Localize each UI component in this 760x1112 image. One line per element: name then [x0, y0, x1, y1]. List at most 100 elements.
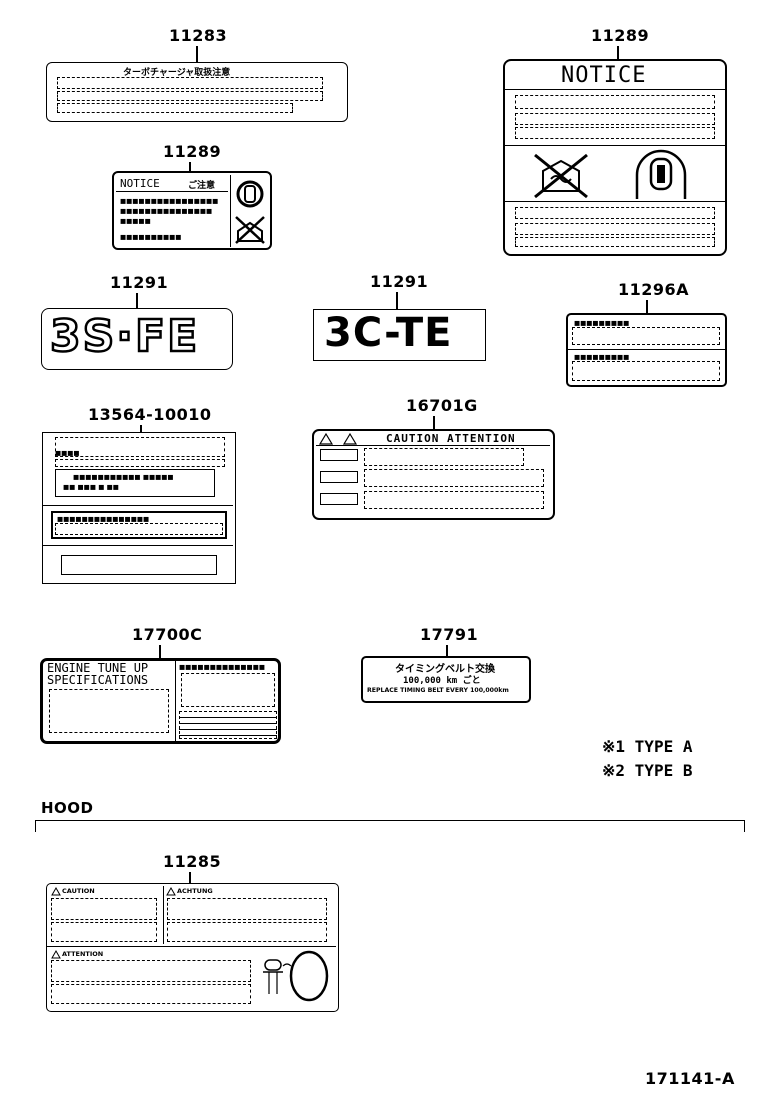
- timing-table: [55, 469, 215, 497]
- bottom-box: [61, 555, 217, 575]
- placeholder-text: [49, 689, 169, 733]
- notice-small-jp: ご注意: [188, 181, 216, 191]
- part-number-11285: 11285: [163, 852, 222, 871]
- placeholder-text: [515, 113, 715, 125]
- figure-id: 171141-A: [645, 1069, 735, 1088]
- engine-code-3s-fe: 3S·FE: [49, 310, 200, 364]
- part-number-11291-a: 11291: [110, 273, 169, 292]
- leader-line: [189, 872, 191, 884]
- legend-type-a: ※1 TYPE A: [602, 737, 693, 756]
- leader-line: [446, 645, 448, 657]
- section-hood-bracket: [35, 820, 745, 821]
- row-tag: [320, 493, 358, 505]
- leader-line: [617, 46, 619, 60]
- tune-up-heading-2: SPECIFICATIONS: [47, 673, 149, 687]
- label-11283: ターボチャージャ取扱注意: [46, 62, 348, 122]
- leader-line: [189, 162, 191, 172]
- warning-triangle-icon: [318, 432, 334, 445]
- fine-print: ■■■■■■■■■■■■■■■: [57, 515, 150, 523]
- part-number-13564-10010: 13564-10010: [88, 405, 212, 424]
- label-17791: タイミングベルト交換 100,000 km ごと REPLACE TIMING …: [361, 656, 531, 703]
- fine-print: ■■■■■■■■■■: [120, 233, 182, 241]
- placeholder-text: [51, 898, 157, 920]
- cap-icon: [236, 180, 264, 208]
- row-tag: [320, 449, 358, 461]
- timing-belt-en: REPLACE TIMING BELT EVERY 100,000km: [367, 687, 509, 694]
- leader-line: [433, 416, 435, 430]
- label-13564-10010: ■■■■ ■■■■■■■■■■■ ■■■■■ ■■ ■■■ ■ ■■ ■■■■■…: [42, 432, 236, 584]
- crossed-cap-icon: [235, 216, 265, 244]
- fine-print: ■■ ■■■ ■ ■■: [63, 483, 119, 491]
- timing-belt-jp: タイミングベルト交換: [395, 664, 495, 675]
- fuel-pump-icon: [263, 950, 329, 1002]
- fine-print: ■■■■■■■■■■■■■■: [179, 663, 265, 671]
- warning-triangle-icon: [51, 886, 61, 896]
- part-number-11296a: 11296A: [618, 280, 690, 299]
- section-hood-title: HOOD: [41, 799, 94, 817]
- part-number-17791: 17791: [420, 625, 479, 644]
- leader-line: [159, 645, 161, 659]
- divider: [505, 201, 725, 202]
- label-11289-large: NOTICE: [503, 59, 727, 256]
- timing-belt-km: 100,000 km ごと: [403, 676, 481, 686]
- legend-type-b: ※2 TYPE B: [602, 761, 693, 780]
- row-tag: [320, 471, 358, 483]
- part-number-11291-b: 11291: [370, 272, 429, 291]
- placeholder-text: [364, 448, 524, 466]
- achtung-title: ACHTUNG: [177, 887, 213, 895]
- part-number-11289-large: 11289: [591, 26, 650, 45]
- part-number-16701g: 16701G: [406, 396, 478, 415]
- leader-line: [140, 425, 142, 433]
- divider: [43, 545, 233, 546]
- warning-triangle-icon: [166, 886, 176, 896]
- part-number-17700c: 17700C: [132, 625, 203, 644]
- divider: [163, 886, 164, 944]
- label-3c-te: 3C-TE: [313, 309, 486, 361]
- fine-print: ■■■■■■■■■■■ ■■■■■: [73, 473, 174, 481]
- divider: [230, 175, 231, 247]
- spec-table: [179, 711, 277, 739]
- notice-heading: NOTICE: [561, 63, 647, 88]
- label-11296a: ■■■■■■■■■ ■■■■■■■■■: [566, 313, 727, 387]
- placeholder-text: [515, 127, 715, 139]
- part-number-11283: 11283: [169, 26, 228, 45]
- section-hood-bracket-left: [35, 820, 36, 832]
- engine-code-3c-te: 3C-TE: [324, 310, 453, 356]
- section-hood-bracket-right: [744, 820, 745, 832]
- placeholder-text: [181, 673, 275, 707]
- caution-title: CAUTION: [62, 887, 95, 895]
- label-11283-heading: ターボチャージャ取扱注意: [123, 68, 231, 78]
- placeholder-text: [57, 77, 323, 89]
- fine-print: ■■■■■■■■■: [574, 319, 630, 327]
- label-3s-fe: 3S·FE: [41, 308, 233, 370]
- tune-up-heading-1: ENGINE TUNE UP: [47, 661, 149, 675]
- placeholder-text: [167, 922, 327, 942]
- placeholder-text: [515, 95, 715, 109]
- notice-small-heading: NOTICE: [120, 177, 160, 190]
- divider: [505, 89, 725, 90]
- label-11289-small: NOTICE ご注意 ■■■■■■■■■■■■■■■■ ■■■■■■■■■■■■…: [112, 171, 272, 250]
- fine-print: ■■■■■: [120, 217, 151, 225]
- placeholder-text: [572, 327, 720, 345]
- placeholder-text: [167, 898, 327, 920]
- divider: [568, 349, 725, 350]
- placeholder-text: [51, 984, 251, 1004]
- divider: [505, 145, 725, 146]
- leader-line: [196, 46, 198, 64]
- leader-line: [396, 292, 398, 310]
- fine-print: ■■■■■■■■■: [574, 353, 630, 361]
- divider: [47, 946, 336, 947]
- no-open-hot-cap-icon: [534, 153, 588, 199]
- placeholder-text: [572, 361, 720, 381]
- placeholder-text: [55, 459, 225, 467]
- label-17700c: ENGINE TUNE UP SPECIFICATIONS ■■■■■■■■■■…: [40, 658, 281, 744]
- placeholder-text: [51, 922, 157, 942]
- divider: [116, 191, 228, 192]
- part-number-11289-small: 11289: [163, 142, 222, 161]
- placeholder-text: [55, 437, 225, 457]
- placeholder-text: [57, 91, 323, 101]
- label-16701g: CAUTION ATTENTION: [312, 429, 555, 520]
- placeholder-text: [55, 523, 223, 535]
- placeholder-text: [364, 491, 544, 509]
- fine-print: ■■■■: [55, 449, 80, 457]
